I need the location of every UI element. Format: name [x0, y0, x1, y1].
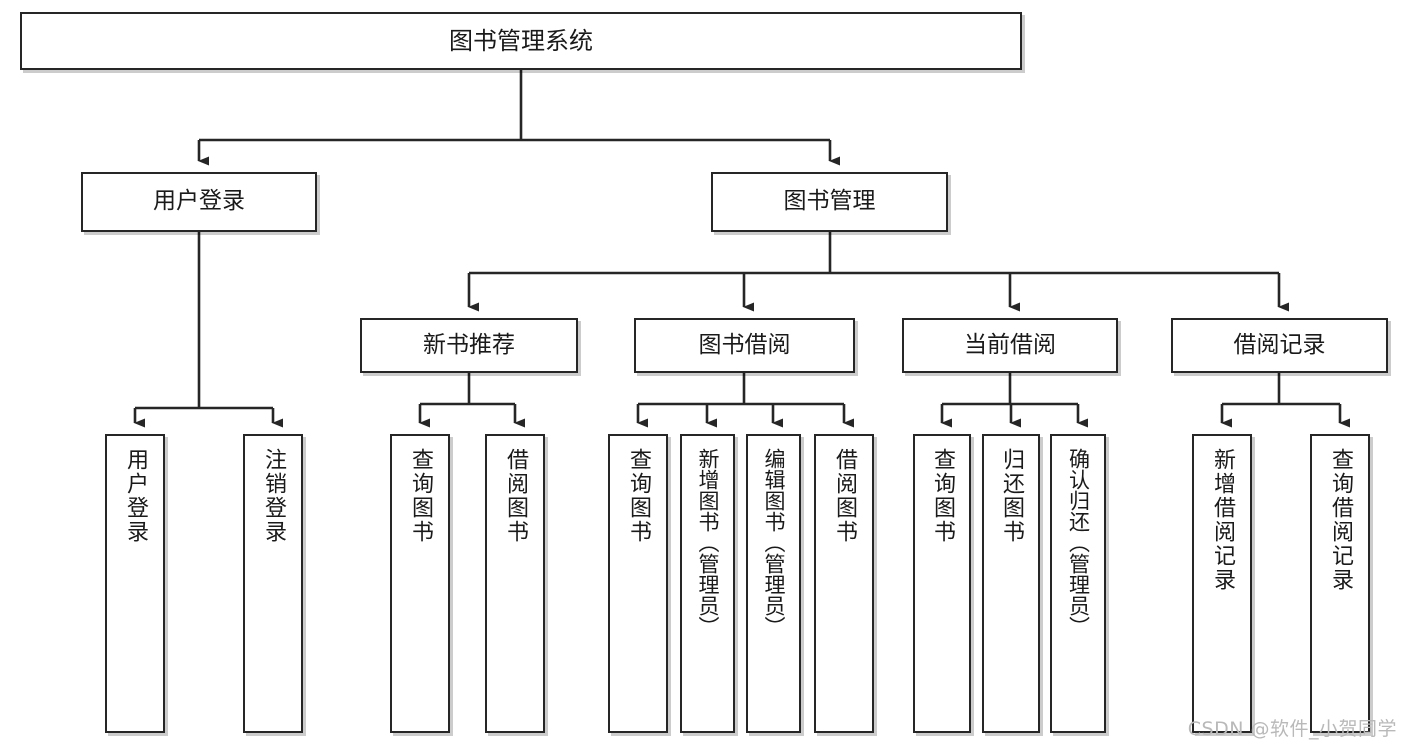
leaf-query-books-recommend[interactable]: 查询图书	[390, 434, 450, 733]
watermark: CSDN @软件_小贺同学	[1187, 718, 1397, 740]
leaf-confirm-return-admin-label: 确认归还（管理员）	[1066, 448, 1091, 637]
leaf-logout-label: 注销登录	[261, 448, 286, 544]
leaf-edit-book-admin[interactable]: 编辑图书（管理员）	[746, 434, 801, 733]
node-root[interactable]: 图书管理系统	[20, 12, 1022, 70]
node-root-label: 图书管理系统	[449, 26, 593, 55]
leaf-borrow-books-borrow[interactable]: 借阅图书	[814, 434, 874, 733]
node-borrow-record-label: 借阅记录	[1233, 331, 1326, 358]
leaf-add-borrow-record[interactable]: 新增借阅记录	[1192, 434, 1252, 733]
leaf-borrow-books-recommend[interactable]: 借阅图书	[485, 434, 545, 733]
node-book-management-label: 图书管理	[783, 188, 876, 215]
node-user-login[interactable]: 用户登录	[81, 172, 317, 232]
leaf-add-book-admin[interactable]: 新增图书（管理员）	[680, 434, 735, 733]
leaf-confirm-return-admin[interactable]: 确认归还（管理员）	[1050, 434, 1106, 733]
leaf-query-books-borrow-label: 查询图书	[626, 448, 651, 544]
leaf-add-book-admin-label: 新增图书（管理员）	[696, 448, 720, 637]
node-current-borrow[interactable]: 当前借阅	[902, 318, 1118, 373]
node-user-login-label: 用户登录	[153, 188, 245, 215]
leaf-user-login-label: 用户登录	[123, 448, 148, 544]
leaf-logout[interactable]: 注销登录	[243, 434, 303, 733]
leaf-borrow-books-recommend-label: 借阅图书	[503, 448, 528, 544]
node-book-borrow-label: 图书借阅	[698, 331, 791, 358]
node-book-borrow[interactable]: 图书借阅	[634, 318, 855, 373]
leaf-borrow-books-borrow-label: 借阅图书	[832, 448, 857, 544]
leaf-return-books[interactable]: 归还图书	[982, 434, 1040, 733]
leaf-query-books-current[interactable]: 查询图书	[913, 434, 971, 733]
leaf-user-login[interactable]: 用户登录	[105, 434, 165, 733]
node-new-book-recommend[interactable]: 新书推荐	[360, 318, 578, 373]
leaf-add-borrow-record-label: 新增借阅记录	[1210, 448, 1235, 592]
leaf-query-borrow-record[interactable]: 查询借阅记录	[1310, 434, 1370, 733]
node-current-borrow-label: 当前借阅	[964, 331, 1056, 358]
leaf-query-books-current-label: 查询图书	[930, 448, 955, 544]
leaf-query-books-borrow[interactable]: 查询图书	[608, 434, 668, 733]
leaf-query-books-recommend-label: 查询图书	[408, 448, 433, 544]
node-book-management[interactable]: 图书管理	[711, 172, 948, 232]
leaf-edit-book-admin-label: 编辑图书（管理员）	[762, 448, 786, 637]
leaf-return-books-label: 归还图书	[999, 448, 1024, 544]
node-new-book-recommend-label: 新书推荐	[423, 331, 515, 358]
leaf-query-borrow-record-label: 查询借阅记录	[1328, 448, 1353, 592]
node-borrow-record[interactable]: 借阅记录	[1171, 318, 1388, 373]
